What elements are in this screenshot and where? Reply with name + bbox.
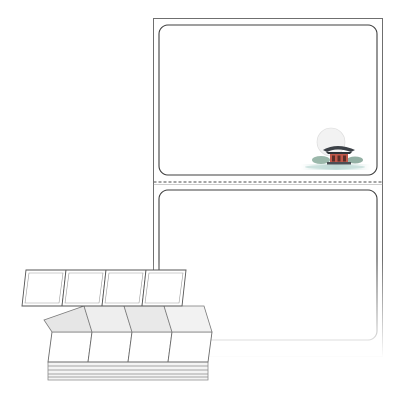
fanfold-label-stack-icon <box>18 262 214 386</box>
fanfold-stack-drawing <box>21 269 213 381</box>
pavilion-moon-illustration <box>301 127 371 170</box>
